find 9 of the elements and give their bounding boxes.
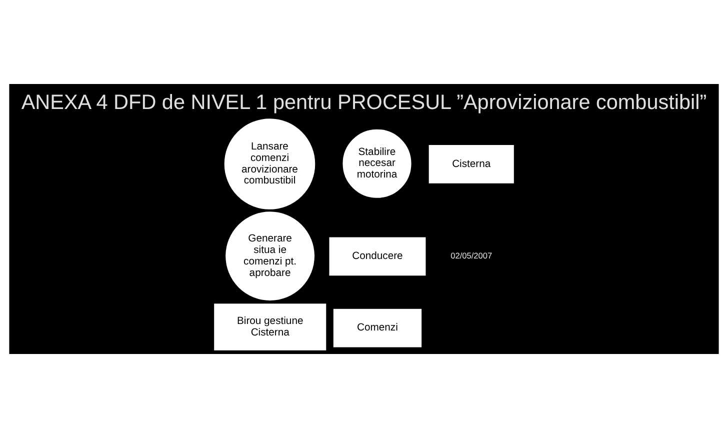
node-circle: Stabilire necesar motorina: [342, 128, 412, 198]
node-box: Cisterna: [428, 144, 514, 183]
node-circle: Lansare comenzi arovizionare combustibil: [224, 118, 316, 209]
node-box: Comenzi: [333, 308, 422, 347]
node-circle: Generare situa ie comenzi pt. aprobare: [226, 211, 314, 300]
diagram-title: ANEXA 4 DFD de NIVEL 1 pentru PROCESUL ”Aprovizionare combustibil”: [21, 90, 707, 114]
node-box: Birou gestiune Cisterna: [214, 303, 326, 350]
node-box: Conducere: [329, 236, 426, 276]
label: 02/05/2007: [450, 250, 492, 260]
